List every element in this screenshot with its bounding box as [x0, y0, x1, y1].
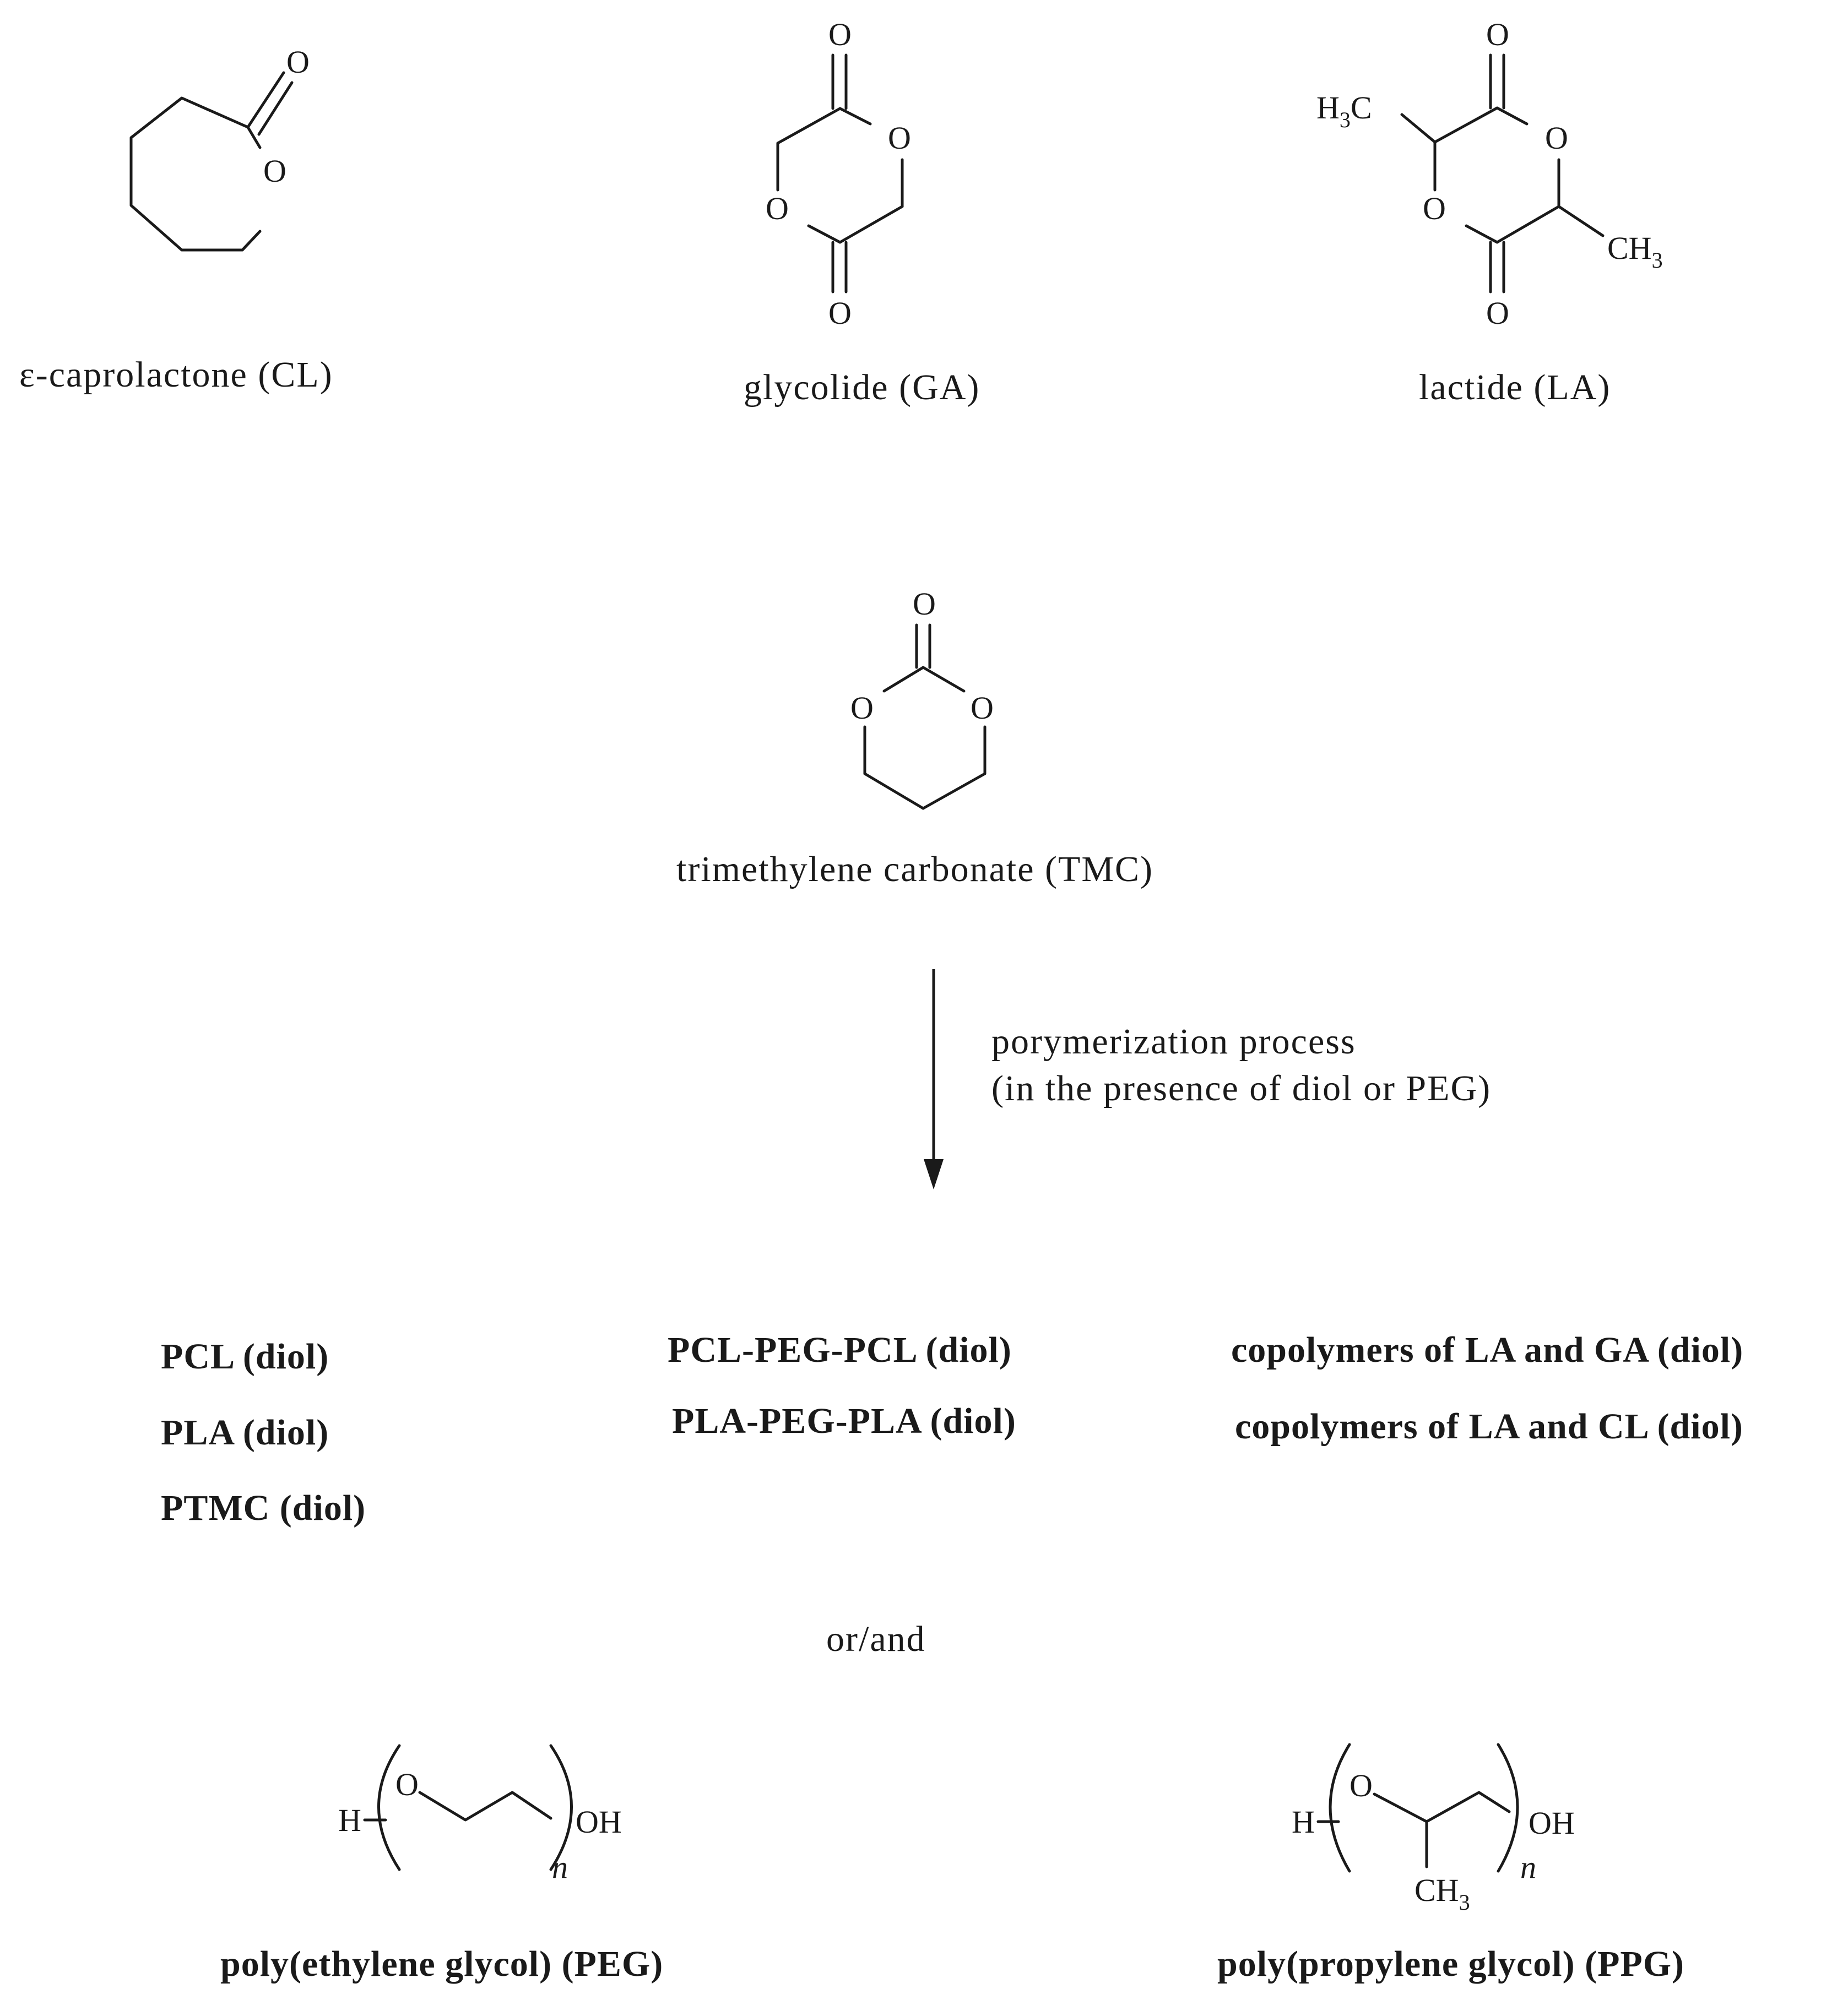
product-pla-peg-pla: PLA-PEG-PLA (diol) — [672, 1401, 1016, 1441]
peg-o: O — [395, 1767, 419, 1802]
glycolide-label: glycolide (GA) — [744, 367, 980, 407]
product-pcl-diol: PCL (diol) — [161, 1336, 329, 1377]
peg-right-bracket — [549, 1744, 573, 1871]
reaction-arrowhead — [924, 1159, 944, 1189]
lactide-bond — [1495, 106, 1529, 126]
connector-text: or/and — [826, 1619, 926, 1659]
tmc-o-top: O — [913, 586, 936, 622]
peg-n: n — [552, 1849, 568, 1885]
tmc-o-right: O — [971, 690, 994, 726]
lactide-bond — [1465, 224, 1499, 244]
ppg-label: poly(propylene glycol) (PPG) — [1217, 1944, 1684, 1984]
tmc-bond — [922, 772, 987, 810]
glycolide-bond — [838, 205, 904, 244]
product-pla-diol: PLA (diol) — [161, 1412, 329, 1453]
ppg-h: H — [1292, 1804, 1315, 1840]
lactide-structure: O O O O H3C CH3 — [1316, 17, 1663, 331]
tmc-o-left: O — [850, 690, 874, 726]
peg-h: H — [338, 1802, 361, 1838]
ppg-o: O — [1350, 1768, 1373, 1803]
lactide-o-bottom: O — [1486, 295, 1509, 331]
glycolide-o-right: O — [888, 120, 911, 156]
ppg-n: n — [1520, 1849, 1536, 1885]
caprolactone-carbonyl-bond — [246, 71, 285, 129]
peg-structure: H O OH n — [338, 1744, 622, 1885]
tmc-structure: O O O — [850, 586, 994, 810]
ppg-right-bracket — [1497, 1743, 1519, 1873]
ppg-oh: OH — [1529, 1805, 1575, 1841]
ppg-methyl-ch: CH — [1414, 1872, 1459, 1908]
glycolide-structure: O O O O — [766, 17, 911, 331]
lactide-methyl-left: H3C — [1316, 90, 1372, 132]
peg-backbone — [418, 1791, 552, 1822]
glycolide-bond — [776, 107, 842, 145]
lactide-methyl-bond — [1400, 113, 1437, 144]
caprolactone-co-bond — [246, 126, 262, 149]
caprolactone-structure: O O — [129, 44, 310, 252]
lactide-o-top: O — [1486, 17, 1509, 52]
ppg-methyl-sub: 3 — [1459, 1890, 1470, 1915]
peg-left-bracket — [377, 1744, 401, 1871]
lactide-bond — [1495, 205, 1560, 244]
caprolactone-ring-o: O — [263, 153, 286, 189]
tmc-bond — [922, 666, 966, 693]
lactide-o-left: O — [1423, 191, 1446, 226]
lactide-methyl-left-h: H — [1316, 90, 1340, 126]
peg-oh: OH — [576, 1804, 622, 1840]
process-line-1: porymerization process — [991, 1021, 1356, 1062]
glycolide-bond — [838, 107, 872, 126]
ppg-backbone — [1373, 1791, 1511, 1823]
glycolide-o-left: O — [766, 191, 789, 226]
lactide-methyl-bond — [1557, 205, 1605, 237]
tmc-bond — [863, 772, 925, 810]
process-line-2: (in the presence of diol or PEG) — [991, 1068, 1491, 1108]
lactide-label: lactide (LA) — [1419, 367, 1611, 407]
tmc-bond — [882, 666, 925, 693]
lactide-methyl-left-c: C — [1351, 90, 1372, 126]
product-pcl-peg-pcl: PCL-PEG-PCL (diol) — [668, 1330, 1012, 1370]
glycolide-o-bottom: O — [828, 295, 852, 331]
lactide-methyl-right: CH3 — [1607, 230, 1663, 273]
glycolide-bond — [807, 224, 842, 244]
product-la-cl-copolymer: copolymers of LA and CL (diol) — [1235, 1406, 1743, 1447]
ppg-methyl: CH3 — [1414, 1872, 1470, 1915]
glycolide-o-top: O — [828, 17, 852, 52]
lactide-o-right: O — [1545, 120, 1568, 156]
caprolactone-label: ε-caprolactone (CL) — [19, 355, 333, 395]
ppg-structure: H O OH n CH3 — [1292, 1743, 1575, 1915]
product-la-ga-copolymer: copolymers of LA and GA (diol) — [1231, 1330, 1743, 1370]
lactide-methyl-right-ch: CH — [1607, 230, 1652, 266]
peg-label: poly(ethylene glycol) (PEG) — [220, 1944, 663, 1984]
lactide-bond — [1433, 106, 1499, 144]
lactide-methyl-left-sub: 3 — [1340, 107, 1351, 132]
ppg-left-bracket — [1329, 1743, 1351, 1873]
tmc-label: trimethylene carbonate (TMC) — [676, 849, 1153, 889]
caprolactone-ring-bonds — [129, 96, 262, 252]
caprolactone-carbonyl-bond-2 — [257, 81, 294, 136]
product-ptmc-diol: PTMC (diol) — [161, 1488, 366, 1528]
caprolactone-carbonyl-o: O — [286, 44, 310, 80]
lactide-methyl-right-sub: 3 — [1652, 248, 1663, 273]
